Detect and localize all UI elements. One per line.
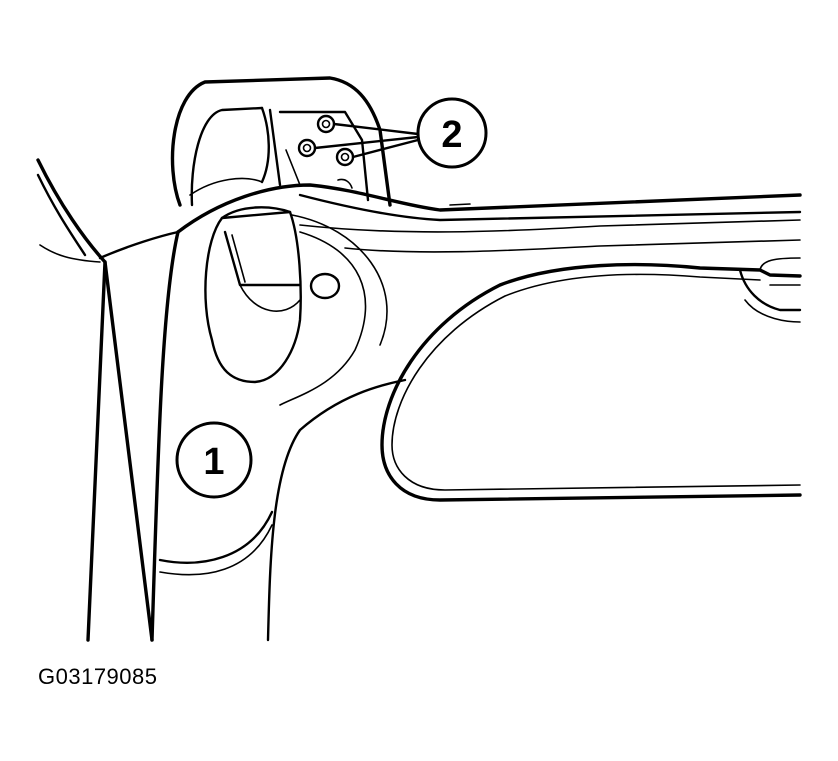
- callout-1-label: 1: [203, 441, 224, 483]
- a-pillar-trim: [36, 158, 180, 642]
- callout-2-leaders: [313, 122, 420, 159]
- screw-icon: [316, 114, 336, 134]
- callout-2: 2: [416, 97, 488, 169]
- screw-icon: [297, 138, 317, 158]
- callout-2-label: 2: [441, 114, 462, 156]
- pillar-inner-trim: [150, 206, 407, 642]
- headliner-rail: [176, 183, 802, 253]
- figure-id: G03179085: [38, 664, 158, 689]
- window-opening: [380, 257, 802, 502]
- callout-1: 1: [175, 421, 253, 499]
- screw-icon: [335, 147, 355, 167]
- grab-handle: [170, 76, 392, 207]
